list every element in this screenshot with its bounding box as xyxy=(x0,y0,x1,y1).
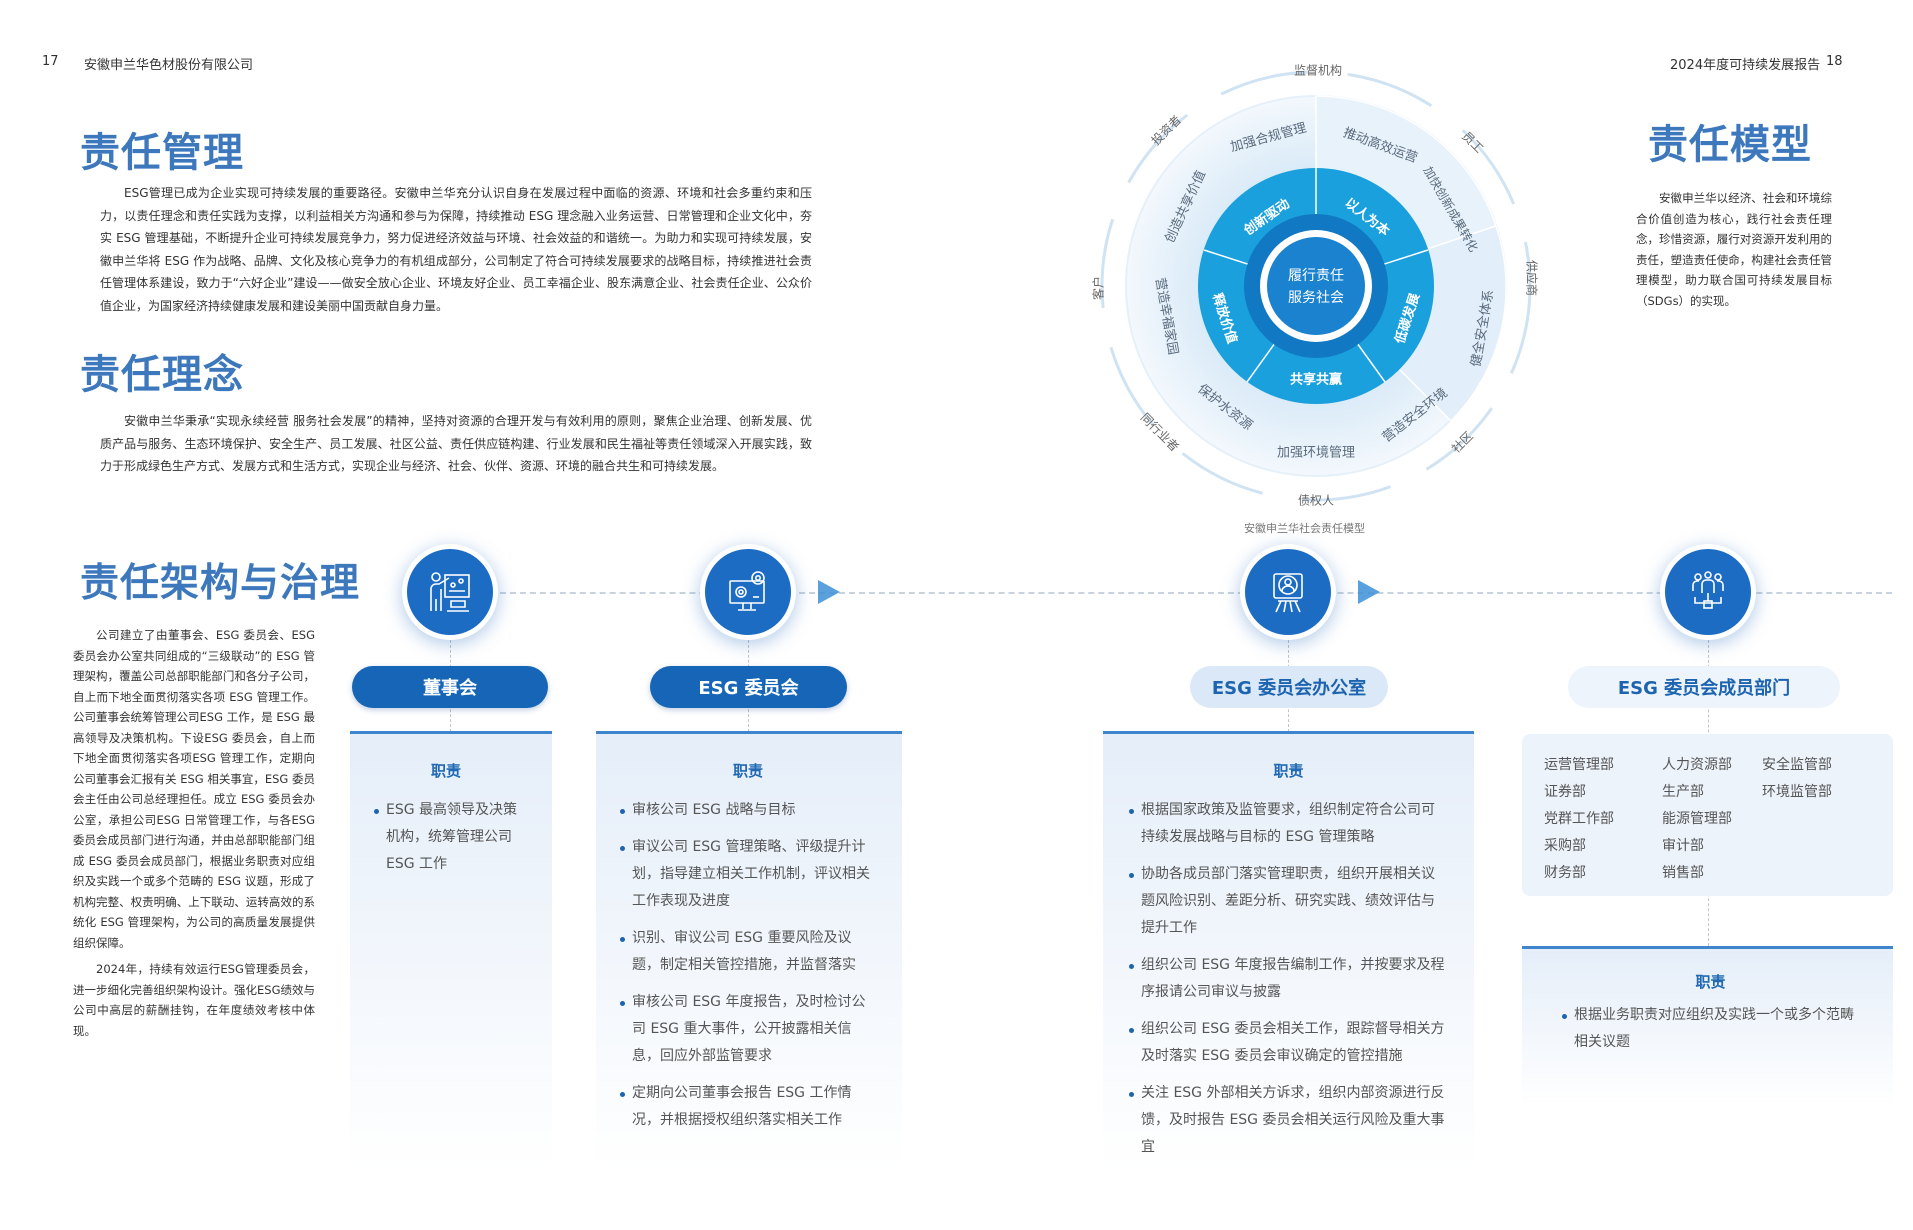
members-duties-card: 职责 根据业务职责对应组织及实践一个或多个范畴相关议题 xyxy=(1522,946,1893,1106)
management-paragraph: ESG管理已成为企业实现可持续发展的重要路径。安徽申兰华充分认识自身在发展过程中… xyxy=(100,182,812,317)
philosophy-title: 责任理念 xyxy=(80,352,244,398)
department-item: 审计部 xyxy=(1662,838,1704,854)
model-caption: 安徽申兰华社会责任模型 xyxy=(1244,522,1365,535)
duty-item: 组织公司 ESG 委员会相关工作，跟踪督导相关方及时落实 ESG 委员会审议确定… xyxy=(1129,1016,1448,1070)
duty-item: 根据业务职责对应组织及实践一个或多个范畴相关议题 xyxy=(1562,1002,1859,1056)
flow-arrow-icon xyxy=(1358,580,1380,604)
model-center-line2: 服务社会 xyxy=(1288,290,1344,306)
left-page-number: 17 xyxy=(42,54,59,69)
model-text: 安徽申兰华以经济、社会和环境综合价值创造为核心，践行社会责任理念，珍惜资源，履行… xyxy=(1636,191,1832,308)
departments-column-2: 人力资源部 生产部 能源管理部 审计部 销售部 xyxy=(1662,752,1732,887)
committee-label: ESG 委员会 xyxy=(698,678,799,699)
duty-heading: 职责 xyxy=(1273,762,1304,780)
committee-duties-card: 职责 审核公司 ESG 战略与目标 审议公司 ESG 管理策略、评级提升计划，指… xyxy=(596,731,902,1171)
department-item: 生产部 xyxy=(1662,784,1704,800)
duty-heading: 职责 xyxy=(430,762,461,780)
department-item: 安全监管部 xyxy=(1762,757,1832,773)
duty-item: 审核公司 ESG 战略与目标 xyxy=(620,797,876,824)
philosophy-text: 安徽申兰华秉承“实现永续经营 服务社会发展”的精神，坚持对资源的合理开发与有效利… xyxy=(100,414,812,473)
office-pill: ESG 委员会办公室 xyxy=(1190,666,1388,708)
office-duties-card: 职责 根据国家政策及监管要求，组织制定符合公司可持续发展战略与目标的 ESG 管… xyxy=(1103,731,1474,1171)
flow-connector-line xyxy=(500,592,1892,594)
board-pill: 董事会 xyxy=(352,666,548,708)
duty-item: 协助各成员部门落实管理职责，组织开展相关议题风险识别、差距分析、研究实践、绩效评… xyxy=(1129,861,1448,942)
duty-heading: 职责 xyxy=(732,762,763,780)
stakeholder-regulators: 监督机构 xyxy=(1293,63,1343,78)
department-item: 财务部 xyxy=(1544,865,1586,881)
department-item: 采购部 xyxy=(1544,838,1586,854)
members-label: ESG 委员会成员部门 xyxy=(1617,678,1791,699)
office-node xyxy=(1240,544,1336,640)
model-title: 责任模型 xyxy=(1648,122,1812,168)
department-item: 证券部 xyxy=(1544,784,1586,800)
board-duties-card: 职责 ESG 最高领导及决策机构，统筹管理公司 ESG 工作 xyxy=(350,731,552,1171)
model-center-line1: 履行责任 xyxy=(1288,268,1344,284)
report-title: 2024年度可持续发展报告 xyxy=(1670,58,1821,73)
governance-text-1: 公司建立了由董事会、ESG 委员会、ESG 委员会办公室共同组成的“三级联动”的… xyxy=(73,628,315,950)
committee-node xyxy=(700,544,796,640)
duty-item: 识别、审议公司 ESG 重要风险及议题，制定相关管控措施，并监督落实 xyxy=(620,925,876,979)
duty-item: 关注 ESG 外部相关方诉求，组织内部资源进行反馈，及时报告 ESG 委员会相关… xyxy=(1129,1080,1448,1161)
philosophy-paragraph: 安徽申兰华秉承“实现永续经营 服务社会发展”的精神，坚持对资源的合理开发与有效利… xyxy=(100,410,812,478)
department-item: 运营管理部 xyxy=(1544,757,1614,773)
duty-item: 组织公司 ESG 年度报告编制工作，并按要求及程序报请公司审议与披露 xyxy=(1129,952,1448,1006)
company-name: 安徽申兰华色材股份有限公司 xyxy=(84,58,254,73)
department-item: 环境监管部 xyxy=(1762,784,1832,800)
office-label: ESG 委员会办公室 xyxy=(1211,678,1367,699)
management-title: 责任管理 xyxy=(80,130,244,176)
team-network-icon xyxy=(1692,571,1724,609)
department-item: 能源管理部 xyxy=(1662,811,1732,827)
inner-label-sharing: 共享共赢 xyxy=(1289,372,1343,388)
department-item: 人力资源部 xyxy=(1662,757,1732,773)
right-page-number: 18 xyxy=(1826,54,1843,69)
members-node xyxy=(1660,544,1756,640)
stakeholder-customers: 客户 xyxy=(1091,275,1106,301)
responsibility-model-diagram: 履行责任 服务社会 创新驱动 以人为本 低碳发展 共享共赢 释放价值 加强合规管… xyxy=(1092,64,1539,508)
board-label: 董事会 xyxy=(423,678,477,699)
management-text: ESG管理已成为企业实现可持续发展的重要路径。安徽申兰华充分认识自身在发展过程中… xyxy=(100,186,812,313)
duty-item: 根据国家政策及监管要求，组织制定符合公司可持续发展战略与目标的 ESG 管理策略 xyxy=(1129,797,1448,851)
members-pill: ESG 委员会成员部门 xyxy=(1568,666,1840,708)
duty-item: 审核公司 ESG 年度报告，及时检讨公司 ESG 重大事件，公开披露相关信息，回… xyxy=(620,989,876,1070)
departments-column-3: 安全监管部 环境监管部 xyxy=(1762,752,1832,806)
model-paragraph: 安徽申兰华以经济、社会和环境综合价值创造为核心，践行社会责任理念，珍惜资源，履行… xyxy=(1636,188,1832,311)
duty-heading: 职责 xyxy=(1695,973,1726,991)
committee-pill: ESG 委员会 xyxy=(650,666,847,708)
governance-text-2: 2024年，持续有效运行ESG管理委员会，进一步细化完善组织架构设计。强化ESG… xyxy=(73,962,315,1038)
board-node xyxy=(402,544,498,640)
stakeholder-suppliers: 供应商 xyxy=(1524,259,1539,297)
easel-person-icon xyxy=(1273,573,1303,613)
duty-item: 审议公司 ESG 管理策略、评级提升计划，指导建立相关工作机制，评议相关工作表现… xyxy=(620,834,876,915)
computer-gears-icon xyxy=(729,571,765,611)
department-item: 党群工作部 xyxy=(1544,811,1614,827)
duty-item: 定期向公司董事会报告 ESG 工作情况，并根据授权组织落实相关工作 xyxy=(620,1080,876,1134)
mid-label-env-management: 加强环境管理 xyxy=(1276,445,1356,461)
duty-item: ESG 最高领导及决策机构，统筹管理公司 ESG 工作 xyxy=(374,797,518,878)
departments-column-1: 运营管理部 证券部 党群工作部 采购部 财务部 xyxy=(1544,752,1614,887)
member-departments-box: 运营管理部 证券部 党群工作部 采购部 财务部 人力资源部 生产部 能源管理部 … xyxy=(1522,734,1893,896)
governance-title: 责任架构与治理 xyxy=(80,561,361,606)
flow-arrow-icon xyxy=(818,580,840,604)
stakeholder-creditors: 债权人 xyxy=(1297,493,1335,508)
department-item: 销售部 xyxy=(1662,865,1704,881)
model-wheel-graphic xyxy=(1100,70,1532,502)
governance-paragraphs: 公司建立了由董事会、ESG 委员会、ESG 委员会办公室共同组成的“三级联动”的… xyxy=(73,625,315,1047)
presenter-board-icon xyxy=(430,572,470,612)
